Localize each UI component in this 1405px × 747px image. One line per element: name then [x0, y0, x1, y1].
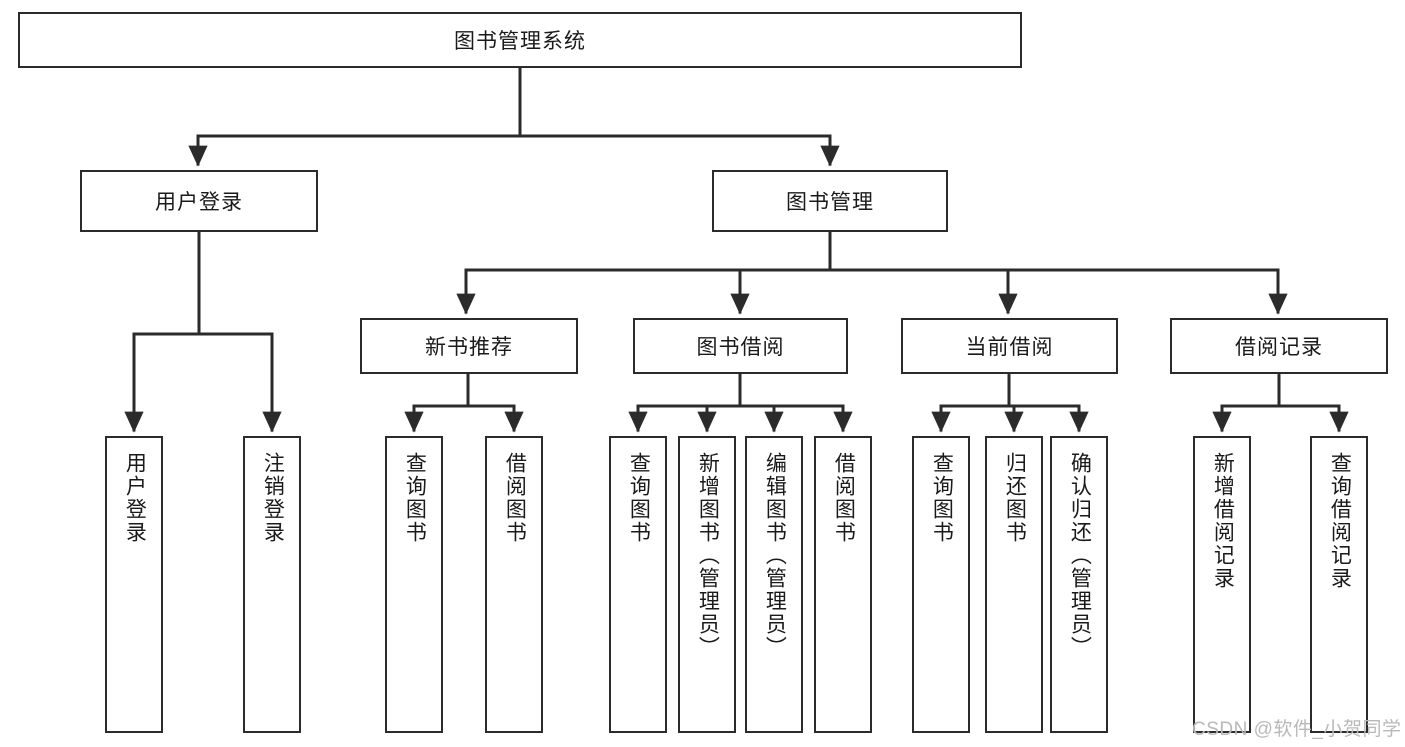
- leaf-query-record[interactable]: 查询借阅记录: [1310, 436, 1368, 733]
- leaf-add-book-label: 新增图书（管理员）: [696, 452, 720, 659]
- leaf-add-record-label: 新增借阅记录: [1211, 452, 1235, 590]
- leaf-query-book-2[interactable]: 查询图书: [609, 436, 667, 733]
- node-root[interactable]: 图书管理系统: [18, 12, 1022, 68]
- node-user-login-label: 用户登录: [155, 191, 243, 214]
- node-book-borrow-label: 图书借阅: [696, 336, 785, 359]
- leaf-query-record-label: 查询借阅记录: [1328, 452, 1352, 590]
- leaf-borrow-book-2-label: 借阅图书: [832, 452, 856, 544]
- node-user-login[interactable]: 用户登录: [80, 170, 318, 232]
- leaf-borrow-book-1[interactable]: 借阅图书: [485, 436, 543, 733]
- leaf-logout[interactable]: 注销登录: [243, 436, 301, 733]
- leaf-edit-book[interactable]: 编辑图书（管理员）: [745, 436, 803, 733]
- leaf-confirm-return[interactable]: 确认归还（管理员）: [1050, 436, 1108, 733]
- leaf-add-book[interactable]: 新增图书（管理员）: [678, 436, 736, 733]
- node-current-borrow-label: 当前借阅: [965, 336, 1054, 359]
- leaf-add-record[interactable]: 新增借阅记录: [1193, 436, 1251, 733]
- node-borrow-record[interactable]: 借阅记录: [1170, 318, 1388, 374]
- leaf-confirm-return-label: 确认归还（管理员）: [1068, 452, 1092, 659]
- leaf-logout-label: 注销登录: [261, 452, 285, 544]
- node-borrow-record-label: 借阅记录: [1235, 336, 1323, 359]
- node-book-borrow[interactable]: 图书借阅: [633, 318, 848, 374]
- leaf-edit-book-label: 编辑图书（管理员）: [763, 452, 787, 659]
- leaf-borrow-book-2[interactable]: 借阅图书: [814, 436, 872, 733]
- leaf-user-login-label: 用户登录: [123, 452, 147, 544]
- leaf-query-book-1-label: 查询图书: [403, 452, 427, 544]
- leaf-query-book-2-label: 查询图书: [627, 452, 651, 544]
- leaf-user-login[interactable]: 用户登录: [105, 436, 163, 733]
- node-current-borrow[interactable]: 当前借阅: [901, 318, 1118, 374]
- node-root-label: 图书管理系统: [454, 30, 586, 53]
- leaf-return-book[interactable]: 归还图书: [985, 436, 1043, 733]
- node-new-book-recommend-label: 新书推荐: [425, 336, 513, 359]
- node-book-manage-label: 图书管理: [786, 191, 874, 214]
- leaf-borrow-book-1-label: 借阅图书: [503, 452, 527, 544]
- leaf-return-book-label: 归还图书: [1003, 452, 1027, 544]
- leaf-query-book-3-label: 查询图书: [930, 452, 954, 544]
- node-new-book-recommend[interactable]: 新书推荐: [360, 318, 578, 374]
- leaf-query-book-1[interactable]: 查询图书: [385, 436, 443, 733]
- leaf-query-book-3[interactable]: 查询图书: [912, 436, 970, 733]
- csdn-watermark: CSDN @软件_小贺同学: [1192, 719, 1402, 740]
- node-book-manage[interactable]: 图书管理: [712, 170, 948, 232]
